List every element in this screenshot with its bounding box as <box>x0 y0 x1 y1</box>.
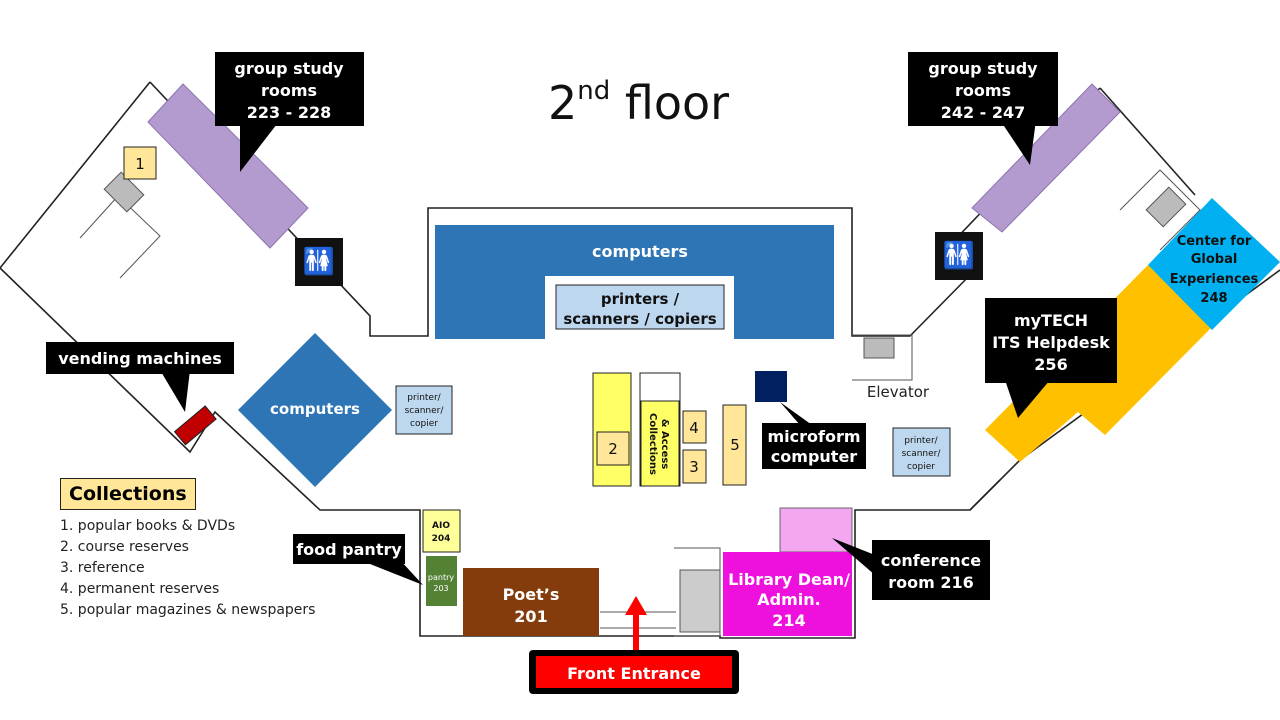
dean-office[interactable] <box>723 552 852 636</box>
legend-item: 3. reference <box>60 560 145 576</box>
svg-text:group study: group study <box>234 59 344 78</box>
printer-right-label-2: scanner/ <box>902 449 942 459</box>
svg-text:food pantry: food pantry <box>296 540 402 559</box>
aio-label-1: AIO <box>432 521 450 531</box>
svg-text:242 - 247: 242 - 247 <box>941 103 1026 122</box>
collection-marker-2[interactable]: 2 <box>596 431 630 466</box>
printer-right-label-3: copier <box>907 462 935 472</box>
collections-access-area[interactable]: Collections & Access <box>592 372 681 487</box>
collection-marker-1[interactable]: 1 <box>123 146 157 180</box>
marker-4-label: 4 <box>689 419 699 437</box>
collection-marker-4[interactable]: 4 <box>682 410 707 444</box>
printer-left-label-2: scanner/ <box>405 406 445 416</box>
printer-right-label-1: printer/ <box>904 436 938 446</box>
stairs-icon <box>103 171 145 213</box>
global-label-3: Experiences <box>1170 272 1259 287</box>
aio-room[interactable] <box>422 509 461 553</box>
svg-text:conference: conference <box>881 551 981 570</box>
marker-5-label: 5 <box>730 436 740 454</box>
printer-left[interactable] <box>395 385 453 435</box>
collections-access-label-1: Collections <box>647 413 658 475</box>
printers-main-label-2: scanners / copiers <box>563 310 716 328</box>
aio-label-2: 204 <box>432 534 451 544</box>
callout-microform: microform computer <box>762 402 866 469</box>
svg-text:rooms: rooms <box>955 81 1011 100</box>
callout-study-right: group study rooms 242 - 247 <box>908 52 1058 165</box>
legend-item: 5. popular magazines & newspapers <box>60 602 316 618</box>
entrance-label: Front Entrance <box>567 664 701 683</box>
floor-title: 2nd floor <box>548 75 730 130</box>
poets-room[interactable] <box>463 568 599 636</box>
global-label-4: 248 <box>1200 291 1227 306</box>
dean-label-3: 214 <box>772 611 805 630</box>
printers-main-area[interactable] <box>555 284 725 330</box>
computers-diamond-area[interactable] <box>238 333 392 487</box>
svg-text:256: 256 <box>1034 355 1067 374</box>
legend-item: 2. course reserves <box>60 539 189 555</box>
poets-label-1: Poet’s <box>503 585 560 604</box>
collections-legend: Collections 1. popular books & DVDs 2. c… <box>60 478 315 621</box>
poets-label-2: 201 <box>514 607 547 626</box>
vending-machines[interactable] <box>173 405 217 446</box>
legend-item: 1. popular books & DVDs <box>60 518 236 534</box>
study-rooms-left[interactable] <box>147 83 309 249</box>
stairs-icon <box>679 569 721 633</box>
legend-item: 4. permanent reserves <box>60 581 220 597</box>
dean-label-2: Admin. <box>757 590 820 609</box>
pantry-label-2: 203 <box>433 584 448 593</box>
svg-text:ITS Helpdesk: ITS Helpdesk <box>992 333 1110 352</box>
svg-text:microform: microform <box>767 427 860 446</box>
restroom-icon-left[interactable]: 🚻 <box>295 238 343 286</box>
arrow-up-icon <box>625 596 647 615</box>
global-label-2: Global <box>1191 252 1238 267</box>
pantry-label-1: pantry <box>428 573 454 582</box>
svg-text:myTECH: myTECH <box>1014 311 1088 330</box>
svg-text:🚻: 🚻 <box>303 246 335 277</box>
collections-access-label-2: & Access <box>659 419 670 470</box>
microform-computer[interactable] <box>755 371 787 402</box>
legend-title: Collections <box>60 478 196 510</box>
svg-text:group study: group study <box>928 59 1038 78</box>
callout-study-left: group study rooms 223 - 228 <box>215 52 364 172</box>
stairs-icon <box>1145 186 1187 228</box>
elevator-stairs-icon <box>863 337 895 359</box>
marker-3-label: 3 <box>689 458 699 476</box>
front-entrance[interactable]: Front Entrance <box>529 596 739 694</box>
restroom-icon-right[interactable]: 🚻 <box>935 232 983 280</box>
svg-text:223 - 228: 223 - 228 <box>247 103 332 122</box>
computers-main-label: computers <box>592 242 688 261</box>
printer-right[interactable] <box>892 427 951 477</box>
printers-main-label-1: printers / <box>601 290 680 308</box>
svg-text:vending machines: vending machines <box>58 349 222 368</box>
svg-text:rooms: rooms <box>261 81 317 100</box>
printer-left-label-1: printer/ <box>407 393 441 403</box>
printer-left-label-3: copier <box>410 419 438 429</box>
svg-text:🚻: 🚻 <box>943 240 975 271</box>
elevator-label: Elevator <box>867 383 930 401</box>
computers-diamond-label: computers <box>270 400 360 418</box>
callout-helpdesk: myTECH ITS Helpdesk 256 <box>985 298 1117 418</box>
global-experiences-area[interactable] <box>1148 198 1280 330</box>
callout-vending: vending machines <box>46 342 234 412</box>
collection-marker-3[interactable]: 3 <box>682 449 707 484</box>
callout-food-pantry: food pantry <box>293 534 423 585</box>
collection-marker-5[interactable]: 5 <box>722 404 747 486</box>
marker-1-label: 1 <box>135 155 145 173</box>
marker-2-label: 2 <box>608 440 618 458</box>
global-label-1: Center for <box>1177 234 1252 249</box>
dean-label-1: Library Dean/ <box>728 570 850 589</box>
pantry-room[interactable] <box>426 556 457 606</box>
callout-conference: conference room 216 <box>832 538 990 600</box>
svg-text:room 216: room 216 <box>888 573 974 592</box>
svg-text:computer: computer <box>771 447 857 466</box>
